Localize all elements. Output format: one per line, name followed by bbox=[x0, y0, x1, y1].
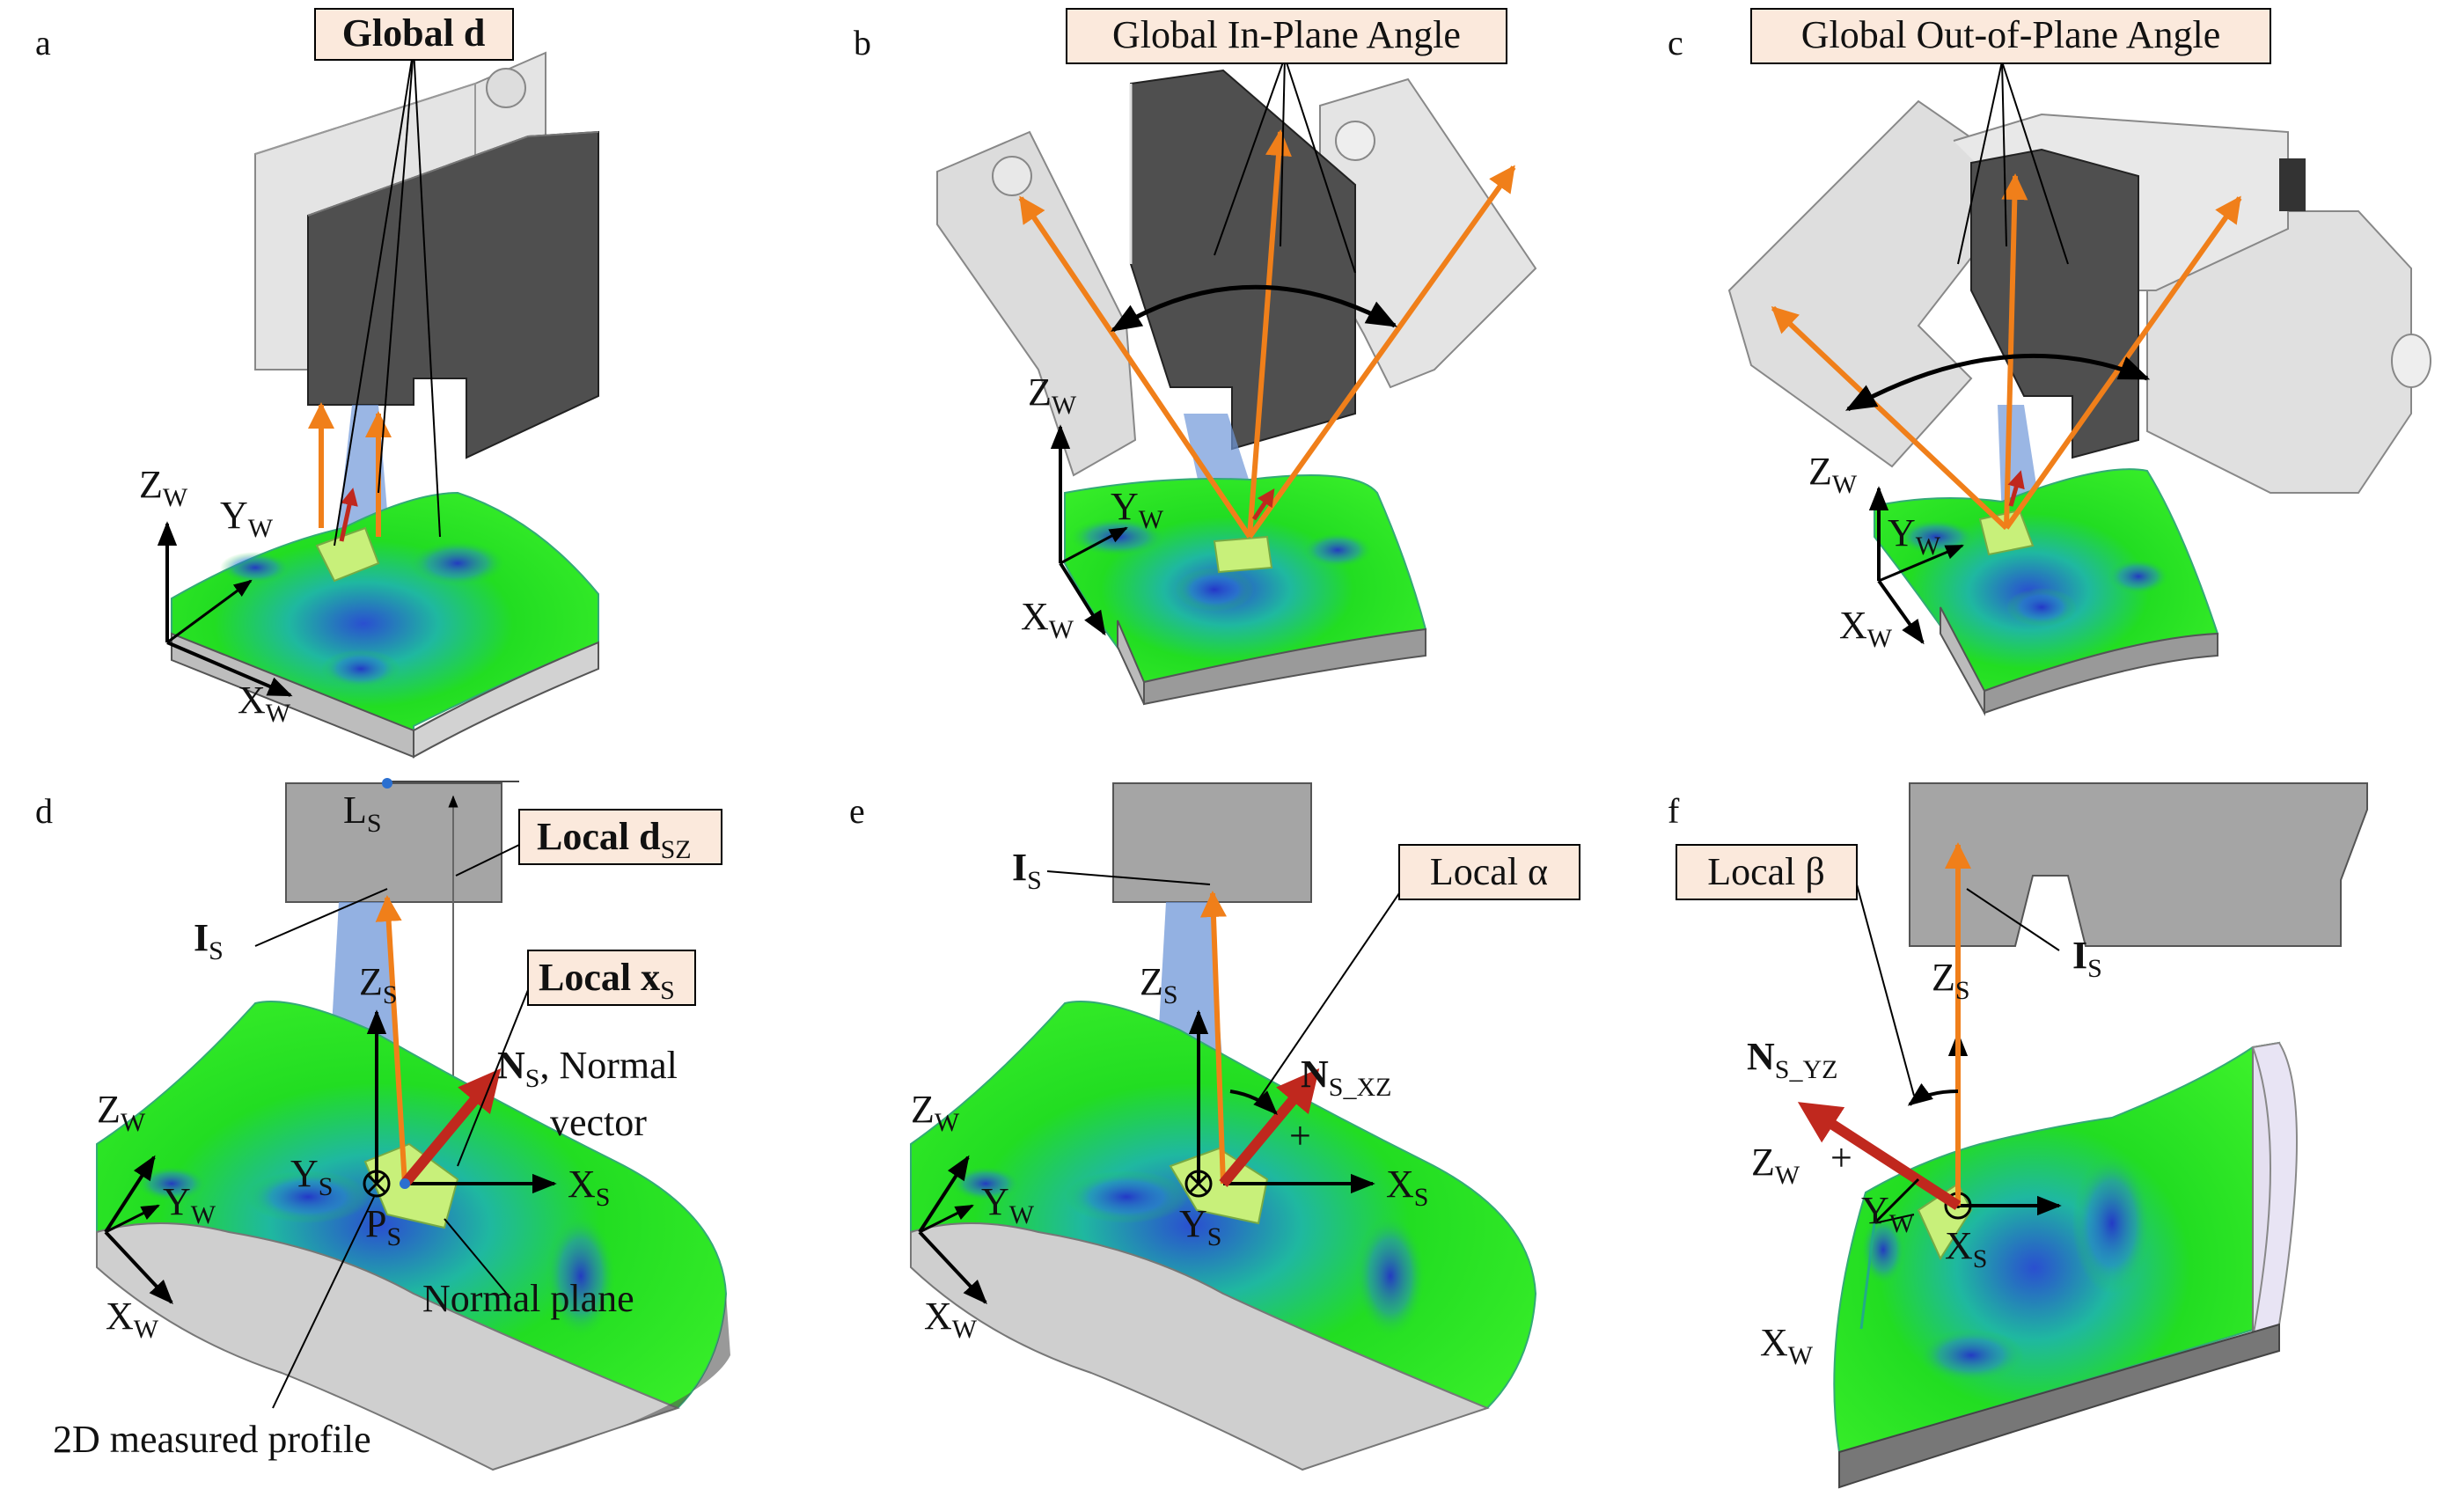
normal-plane-label: Normal plane bbox=[422, 1277, 634, 1320]
axis-label: YW bbox=[1861, 1189, 1915, 1238]
axis-label: ZW bbox=[1028, 370, 1077, 420]
normal-arrow bbox=[339, 488, 358, 542]
angle-arc bbox=[1111, 284, 1398, 333]
callout-box bbox=[1750, 8, 2271, 64]
normal-arrow bbox=[1219, 1067, 1320, 1187]
panel-f: f + ZS XS NS_YZ IS Local β ZW YW XW bbox=[1668, 782, 2368, 1489]
axis-label: YW bbox=[981, 1180, 1035, 1229]
normal-arrow bbox=[1797, 1102, 1962, 1211]
laser-arrow bbox=[1018, 195, 1252, 539]
panel-c: c Global Out-of-Plane Angle bbox=[1668, 8, 2431, 716]
normal-plane bbox=[1213, 535, 1273, 574]
axis-label: ZS bbox=[359, 960, 398, 1009]
axis-label: ZW bbox=[1751, 1141, 1800, 1190]
axis-label: XS bbox=[1945, 1224, 1987, 1273]
axis-label: YW bbox=[1888, 511, 1941, 561]
sensor-body bbox=[1970, 148, 2139, 459]
angle-arc bbox=[1844, 353, 2151, 412]
plus-sign: + bbox=[1289, 1114, 1311, 1157]
callout-label: Local α bbox=[1430, 850, 1548, 893]
axis-label: YW bbox=[220, 494, 274, 543]
world-y-axis bbox=[166, 579, 253, 644]
callout-box bbox=[1398, 844, 1580, 900]
axis-label: ZW bbox=[139, 463, 188, 512]
panel-letter: f bbox=[1668, 791, 1680, 831]
sensor-body bbox=[285, 782, 502, 903]
axis-label: ZS bbox=[1932, 956, 1970, 1005]
axis-label: XW bbox=[1760, 1321, 1814, 1370]
panel-letter: c bbox=[1668, 23, 1683, 62]
normal-label: NS_YZ bbox=[1747, 1035, 1837, 1084]
laser-line-label: IS bbox=[1012, 846, 1042, 895]
callout-label: Global Out-of-Plane Angle bbox=[1801, 13, 2221, 56]
axis-label: ZW bbox=[911, 1088, 960, 1137]
panel-letter: b bbox=[854, 23, 871, 62]
axis-label: YS bbox=[1179, 1202, 1221, 1251]
laser-arrow bbox=[1247, 129, 1292, 538]
sensor-length-label: LS bbox=[343, 789, 382, 838]
axis-label: ZS bbox=[1140, 960, 1178, 1009]
ghost-sensor bbox=[936, 130, 1137, 477]
normal-label: NS, Normal bbox=[497, 1044, 678, 1093]
laser-arrow bbox=[1199, 891, 1227, 1185]
laser-arrow bbox=[375, 895, 407, 1185]
axis-label: XW bbox=[1839, 604, 1893, 653]
callout-box bbox=[314, 8, 514, 61]
laser-arrow bbox=[1771, 305, 2009, 531]
ghost-sensor bbox=[2146, 210, 2412, 494]
callout-label: Local dSZ bbox=[537, 815, 692, 864]
laser-line-label: IS bbox=[2072, 934, 2102, 983]
axis-label: YW bbox=[1111, 485, 1164, 534]
panel-letter: e bbox=[849, 791, 865, 831]
axis-label: XW bbox=[238, 679, 291, 728]
axis-label: YS bbox=[290, 1152, 333, 1201]
panel-letter: a bbox=[35, 23, 51, 62]
normal-plane bbox=[315, 526, 380, 583]
normal-label: NS_XZ bbox=[1301, 1053, 1391, 1102]
callout-box bbox=[527, 950, 696, 1006]
callout-label: Global In-Plane Angle bbox=[1112, 13, 1461, 56]
normal-desc: vector bbox=[550, 1101, 647, 1144]
axis-label: YW bbox=[163, 1180, 216, 1229]
callout-box bbox=[518, 809, 722, 865]
sensor-body bbox=[1909, 782, 2368, 947]
panel-b: b Global In-Plane Angle bbox=[854, 8, 1537, 706]
panel-letter: d bbox=[35, 791, 53, 831]
laser-line-label: IS bbox=[194, 916, 224, 965]
laser-arrow bbox=[1247, 165, 1516, 539]
axis-label: XW bbox=[924, 1295, 978, 1344]
axis-label: XS bbox=[568, 1163, 610, 1212]
callout-box bbox=[1676, 844, 1858, 900]
callout-box bbox=[1066, 8, 1507, 64]
callout-label: Global d bbox=[342, 11, 486, 55]
axis-label: XW bbox=[106, 1295, 159, 1344]
normal-arrow bbox=[400, 1067, 502, 1187]
panel-d: d LS ZS XS YS PS IS NS, Normal vector bbox=[35, 778, 730, 1471]
panel-e: e + ZS XS YS NS_XZ IS Local α ZW YW XW bbox=[849, 782, 1580, 1471]
panel-a: a Global d ZW YW XW bbox=[35, 8, 599, 759]
callout-label: Local xS bbox=[539, 956, 675, 1005]
plus-sign: + bbox=[1830, 1136, 1852, 1179]
sensor-mount-hole bbox=[486, 68, 526, 108]
axis-label: ZW bbox=[97, 1088, 146, 1137]
profile-label: 2D measured profile bbox=[53, 1418, 371, 1461]
laser-arrow bbox=[2001, 173, 2028, 529]
sensor-body bbox=[1112, 782, 1312, 903]
world-x-axis bbox=[166, 641, 293, 697]
axis-label: XS bbox=[1386, 1163, 1428, 1212]
axis-label: ZW bbox=[1808, 450, 1858, 499]
callout-label: Local β bbox=[1707, 850, 1825, 893]
axis-label: XW bbox=[1021, 595, 1074, 644]
